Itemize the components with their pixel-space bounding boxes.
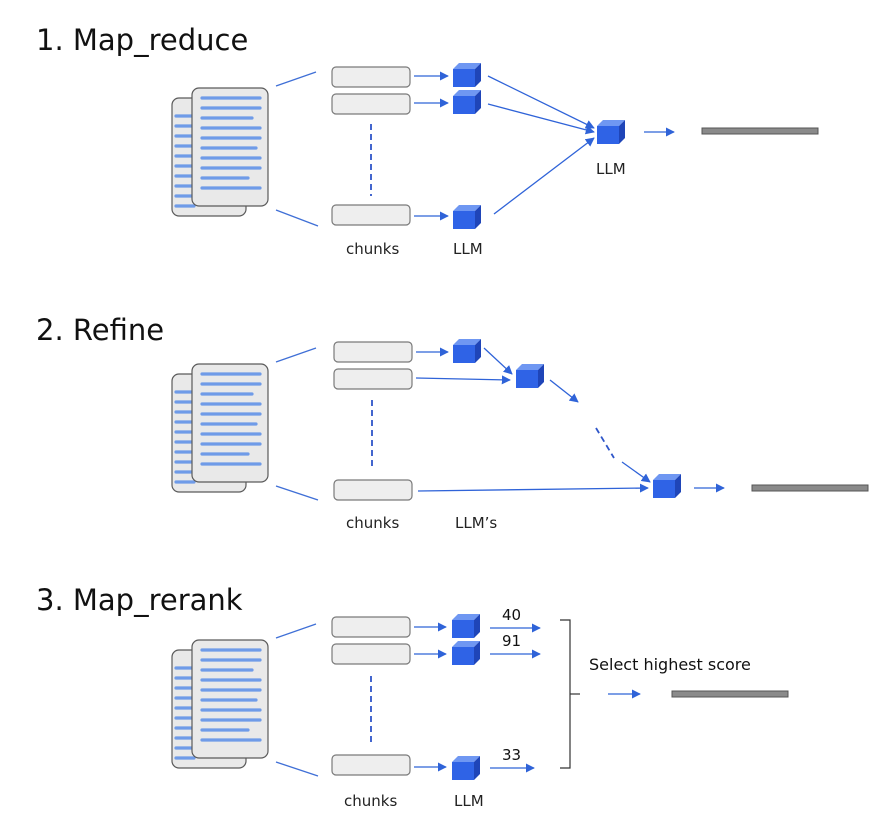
llm-cube-icon	[453, 339, 481, 363]
llm-cube-icon	[453, 205, 481, 229]
arrow	[483, 347, 513, 375]
section-title: 3. Map_rerank	[36, 583, 243, 617]
chunk-box	[333, 341, 413, 363]
llm-label: LLM’s	[455, 514, 497, 532]
arrow	[549, 379, 579, 403]
chunks-label: chunks	[346, 514, 399, 532]
document-stack-icon	[170, 638, 270, 770]
document-stack-icon	[170, 86, 270, 218]
split-line	[275, 209, 319, 227]
chunk-box	[331, 616, 411, 638]
chunk-box	[331, 643, 411, 665]
select-highest-score-label: Select highest score	[589, 655, 751, 674]
ellipsis-dash	[595, 427, 615, 459]
llm-label: LLM	[454, 792, 484, 810]
section-refine: 2. Refine chunks LLM’s	[36, 313, 869, 532]
llm-cube-icon	[452, 641, 480, 665]
arrow	[493, 137, 595, 215]
split-line	[275, 347, 317, 363]
arrow	[621, 461, 651, 483]
section-title: 1. Map_reduce	[36, 23, 248, 57]
llm-cube-icon	[516, 364, 544, 388]
llm-cube-icon	[453, 63, 481, 87]
llm-cube-icon	[452, 756, 480, 780]
llm-cube-icon	[597, 120, 625, 144]
section-map-reduce: 1. Map_reduce chunks LLM LLM	[36, 23, 819, 258]
split-line	[275, 485, 319, 501]
arrow	[417, 483, 649, 493]
score-label: 91	[502, 632, 521, 650]
section-title: 2. Refine	[36, 313, 164, 347]
document-stack-icon	[170, 362, 270, 494]
split-line	[275, 761, 319, 777]
arrow	[487, 103, 595, 135]
chunks-label: chunks	[346, 240, 399, 258]
llm-cube-icon	[452, 614, 480, 638]
chunk-box	[331, 93, 411, 115]
chunk-box	[333, 368, 413, 390]
arrow	[415, 375, 511, 385]
output-bar-icon	[751, 484, 869, 492]
split-line	[275, 623, 317, 639]
output-bar-icon	[701, 127, 819, 135]
bracket	[560, 619, 571, 769]
chunk-box	[333, 479, 413, 501]
score-label: 40	[502, 606, 521, 624]
output-bar-icon	[671, 690, 789, 698]
score-label: 33	[502, 746, 521, 764]
chunk-box	[331, 204, 411, 226]
split-line	[275, 71, 317, 87]
section-map-rerank: 3. Map_rerank 40 91 33 Select highest sc…	[36, 583, 789, 810]
chunks-label: chunks	[344, 792, 397, 810]
llm-label: LLM	[453, 240, 483, 258]
chunk-box	[331, 66, 411, 88]
final-llm-label: LLM	[596, 160, 626, 178]
llm-cube-icon	[453, 90, 481, 114]
arrow	[487, 75, 595, 129]
llm-cube-icon	[653, 474, 681, 498]
chunk-box	[331, 754, 411, 776]
